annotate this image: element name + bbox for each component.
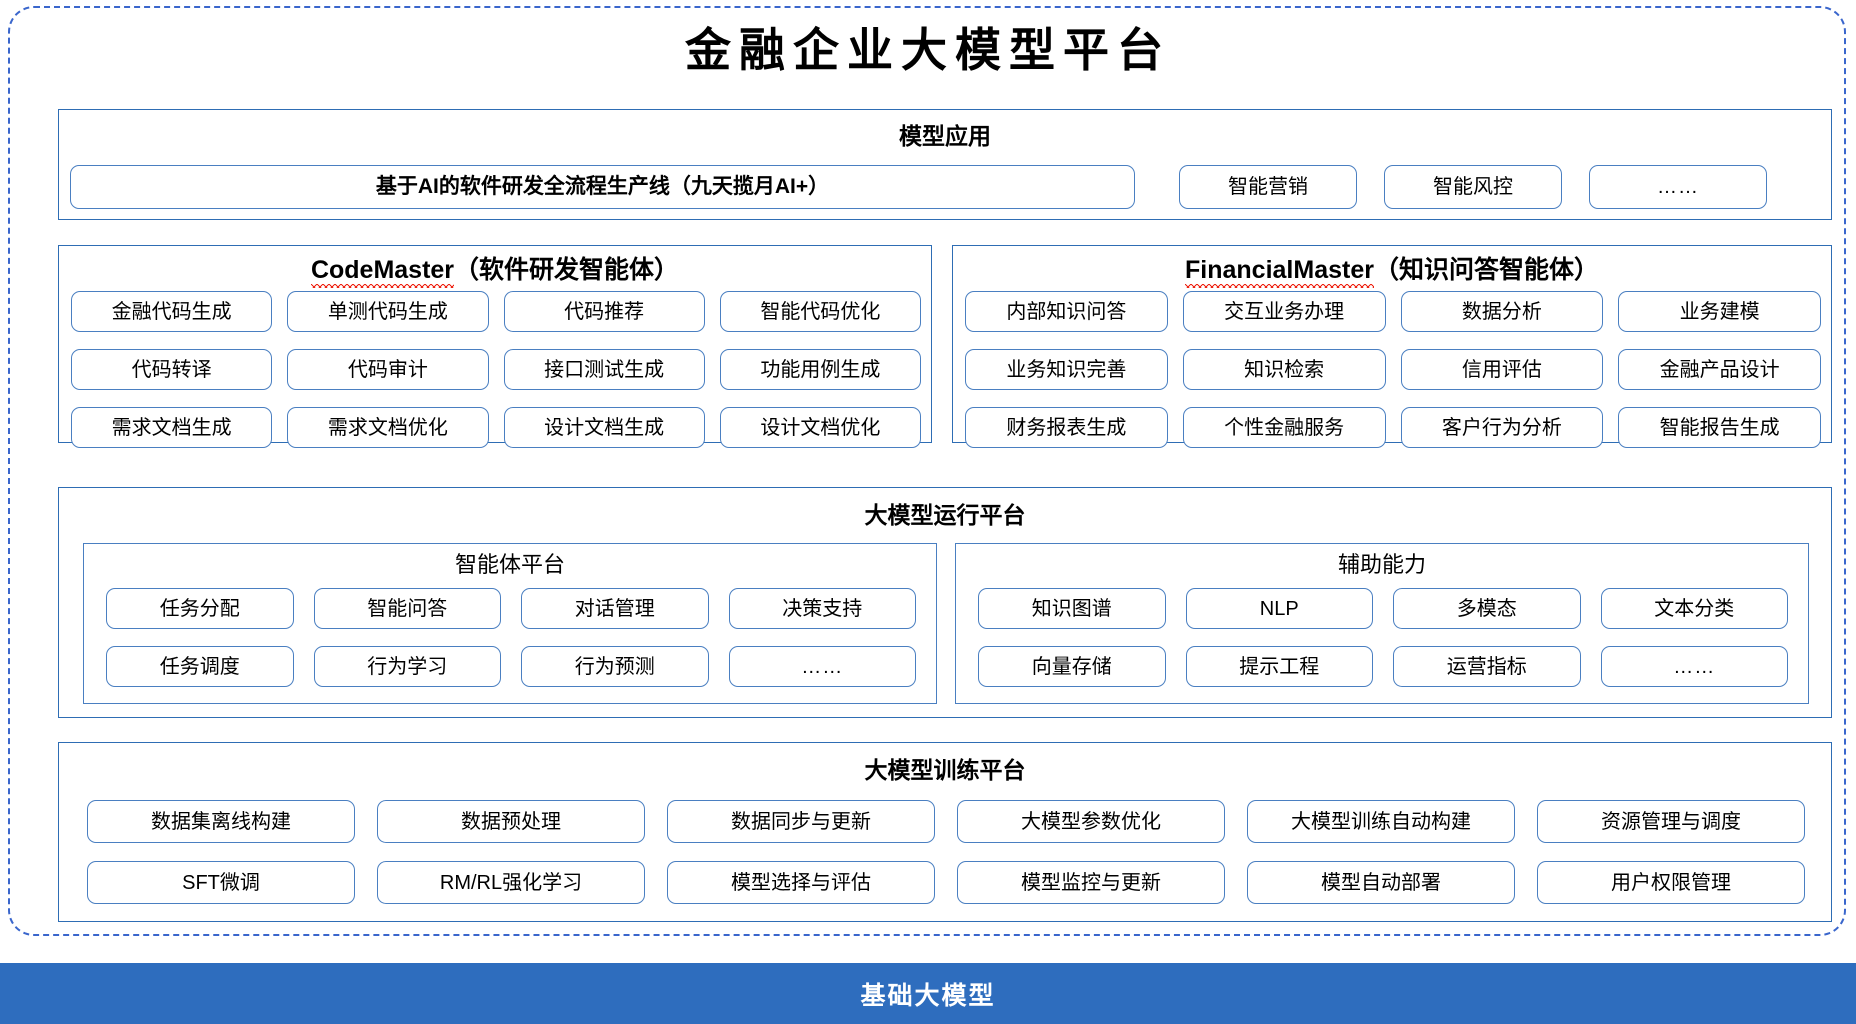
financialmaster-item[interactable]: 智能报告生成 bbox=[1618, 407, 1821, 448]
auxiliary-capability-grid: 知识图谱 NLP 多模态 文本分类 向量存储 提示工程 运营指标 …… bbox=[978, 588, 1788, 687]
codemaster-name-cn: （软件研发智能体） bbox=[454, 256, 680, 284]
agent-platform-item[interactable]: 行为学习 bbox=[313, 646, 501, 687]
base-model-bar: 基础大模型 bbox=[0, 963, 1856, 1024]
section-training-platform: 大模型训练平台 数据集离线构建 数据预处理 数据同步与更新 大模型参数优化 大模… bbox=[58, 742, 1832, 922]
codemaster-capability-grid: 金融代码生成 单测代码生成 代码推荐 智能代码优化 代码转译 代码审计 接口测试… bbox=[71, 291, 921, 448]
codemaster-item[interactable]: 设计文档生成 bbox=[503, 407, 705, 448]
codemaster-item[interactable]: 设计文档优化 bbox=[719, 407, 921, 448]
subpanel-agent-platform: 智能体平台 任务分配 智能问答 对话管理 决策支持 任务调度 行为学习 行为预测… bbox=[83, 543, 937, 704]
financialmaster-item[interactable]: 知识检索 bbox=[1182, 349, 1386, 390]
page-title: 金融企业大模型平台 bbox=[685, 25, 1171, 76]
training-item[interactable]: 大模型参数优化 bbox=[957, 800, 1225, 843]
training-item[interactable]: 用户权限管理 bbox=[1537, 861, 1805, 904]
section-title-runtime-platform: 大模型运行平台 bbox=[864, 502, 1026, 528]
training-item[interactable]: 数据预处理 bbox=[377, 800, 645, 843]
diagram-outer-frame bbox=[8, 6, 1846, 936]
base-model-label: 基础大模型 bbox=[860, 981, 996, 1010]
financialmaster-item[interactable]: 客户行为分析 bbox=[1400, 407, 1604, 448]
training-item[interactable]: 模型选择与评估 bbox=[667, 861, 935, 904]
agent-platform-item[interactable]: 任务分配 bbox=[106, 588, 294, 629]
financialmaster-item[interactable]: 内部知识问答 bbox=[965, 291, 1168, 332]
codemaster-item[interactable]: 功能用例生成 bbox=[719, 349, 921, 390]
codemaster-item[interactable]: 智能代码优化 bbox=[719, 291, 921, 332]
auxiliary-item[interactable]: 知识图谱 bbox=[978, 588, 1166, 629]
codemaster-name-latin: CodeMaster bbox=[310, 256, 455, 288]
model-application-items: 基于AI的软件研发全流程生产线（九天揽月AI+） 智能营销 智能风控 …… bbox=[70, 163, 1822, 210]
financialmaster-name-cn: （知识问答智能体） bbox=[1373, 256, 1599, 284]
section-codemaster-agent: CodeMaster（软件研发智能体） 金融代码生成 单测代码生成 代码推荐 智… bbox=[58, 245, 932, 448]
training-item[interactable]: 数据同步与更新 bbox=[667, 800, 935, 843]
auxiliary-item[interactable]: 多模态 bbox=[1393, 588, 1581, 629]
auxiliary-item-more[interactable]: …… bbox=[1600, 646, 1788, 687]
section-title-training-platform: 大模型训练平台 bbox=[864, 757, 1026, 783]
training-item[interactable]: 资源管理与调度 bbox=[1537, 800, 1805, 843]
training-platform-grid: 数据集离线构建 数据预处理 数据同步与更新 大模型参数优化 大模型训练自动构建 … bbox=[87, 800, 1805, 904]
financialmaster-item[interactable]: 业务知识完善 bbox=[965, 349, 1168, 390]
section-runtime-platform: 大模型运行平台 智能体平台 任务分配 智能问答 对话管理 决策支持 任务调度 行… bbox=[58, 487, 1832, 718]
section-title-model-application: 模型应用 bbox=[899, 123, 991, 149]
financialmaster-item[interactable]: 交互业务办理 bbox=[1182, 291, 1386, 332]
subpanel-auxiliary-capability: 辅助能力 知识图谱 NLP 多模态 文本分类 向量存储 提示工程 运营指标 …… bbox=[955, 543, 1809, 704]
app-item-risk-control[interactable]: 智能风控 bbox=[1384, 164, 1562, 209]
section-title-financialmaster: FinancialMaster（知识问答智能体） bbox=[953, 256, 1831, 288]
training-item[interactable]: 模型自动部署 bbox=[1247, 861, 1515, 904]
financialmaster-item[interactable]: 财务报表生成 bbox=[965, 407, 1168, 448]
codemaster-item[interactable]: 代码转译 bbox=[71, 349, 273, 390]
codemaster-item[interactable]: 金融代码生成 bbox=[71, 291, 273, 332]
financialmaster-capability-grid: 内部知识问答 交互业务办理 数据分析 业务建模 业务知识完善 知识检索 信用评估… bbox=[965, 291, 1821, 448]
codemaster-item[interactable]: 需求文档生成 bbox=[71, 407, 273, 448]
agent-platform-item[interactable]: 行为预测 bbox=[521, 646, 709, 687]
section-financialmaster-agent: FinancialMaster（知识问答智能体） 内部知识问答 交互业务办理 数… bbox=[952, 245, 1832, 448]
auxiliary-item[interactable]: 运营指标 bbox=[1393, 646, 1581, 687]
auxiliary-item[interactable]: 向量存储 bbox=[978, 646, 1166, 687]
codemaster-item[interactable]: 需求文档优化 bbox=[287, 407, 489, 448]
agent-platform-item[interactable]: 决策支持 bbox=[728, 588, 916, 629]
subpanel-title-auxiliary-capability: 辅助能力 bbox=[1337, 552, 1426, 577]
subpanel-title-agent-platform: 智能体平台 bbox=[454, 552, 565, 577]
training-item[interactable]: 模型监控与更新 bbox=[957, 861, 1225, 904]
agent-platform-item[interactable]: 任务调度 bbox=[106, 646, 294, 687]
auxiliary-item[interactable]: 提示工程 bbox=[1185, 646, 1373, 687]
app-item-marketing[interactable]: 智能营销 bbox=[1179, 164, 1357, 209]
app-item-more[interactable]: …… bbox=[1589, 164, 1767, 209]
financialmaster-item[interactable]: 业务建模 bbox=[1618, 291, 1821, 332]
codemaster-item[interactable]: 接口测试生成 bbox=[503, 349, 705, 390]
codemaster-item[interactable]: 代码审计 bbox=[287, 349, 489, 390]
agent-platform-item[interactable]: 智能问答 bbox=[313, 588, 501, 629]
financialmaster-name-latin: FinancialMaster bbox=[1185, 256, 1374, 288]
agent-platform-item[interactable]: 对话管理 bbox=[521, 588, 709, 629]
codemaster-item[interactable]: 单测代码生成 bbox=[287, 291, 489, 332]
financialmaster-item[interactable]: 信用评估 bbox=[1400, 349, 1604, 390]
training-item[interactable]: 数据集离线构建 bbox=[87, 800, 355, 843]
agent-platform-item-more[interactable]: …… bbox=[728, 646, 916, 687]
financialmaster-item[interactable]: 数据分析 bbox=[1400, 291, 1604, 332]
financialmaster-item[interactable]: 金融产品设计 bbox=[1618, 349, 1821, 390]
app-item-main[interactable]: 基于AI的软件研发全流程生产线（九天揽月AI+） bbox=[70, 164, 1135, 209]
section-title-codemaster: CodeMaster（软件研发智能体） bbox=[59, 256, 931, 288]
agent-platform-grid: 任务分配 智能问答 对话管理 决策支持 任务调度 行为学习 行为预测 …… bbox=[106, 588, 916, 687]
training-item[interactable]: SFT微调 bbox=[87, 861, 355, 904]
training-item[interactable]: 大模型训练自动构建 bbox=[1247, 800, 1515, 843]
auxiliary-item[interactable]: NLP bbox=[1185, 588, 1373, 629]
auxiliary-item[interactable]: 文本分类 bbox=[1600, 588, 1788, 629]
codemaster-item[interactable]: 代码推荐 bbox=[503, 291, 705, 332]
financialmaster-item[interactable]: 个性金融服务 bbox=[1182, 407, 1386, 448]
section-model-application: 模型应用 基于AI的软件研发全流程生产线（九天揽月AI+） 智能营销 智能风控 … bbox=[58, 109, 1832, 220]
training-item[interactable]: RM/RL强化学习 bbox=[377, 861, 645, 904]
